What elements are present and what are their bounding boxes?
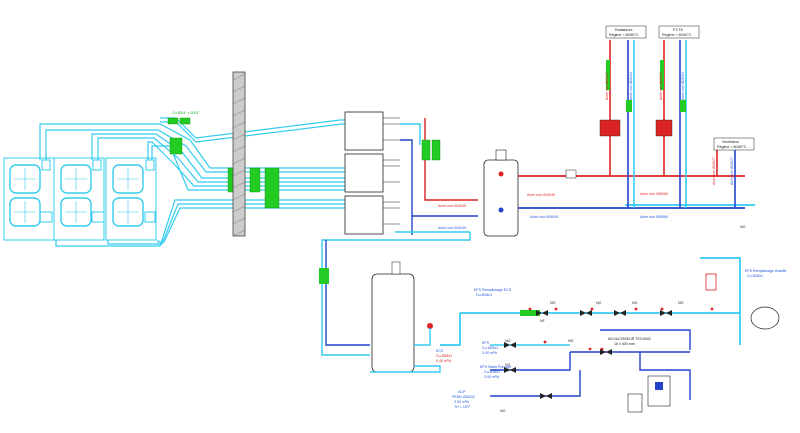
pipe-label-v2: Acier noir Ø26/34	[629, 72, 633, 100]
svg-text:Cu Ø28x1: Cu Ø28x1	[482, 346, 498, 350]
circuit-box-3: Ventilateur Régime = 80/60°C	[713, 137, 755, 151]
svg-text:PEHD Ø40/32: PEHD Ø40/32	[452, 395, 475, 399]
svg-text:P.CTA: P.CTA	[673, 28, 683, 32]
pipe-label-acier-b: Acier noir Ø40/49	[438, 226, 466, 230]
tag-no: NO	[505, 339, 511, 343]
indoor-modules	[344, 111, 384, 235]
tag-no: NO	[568, 339, 574, 343]
svg-text:Ventilateur: Ventilateur	[722, 140, 740, 144]
svg-text:Radiateurs: Radiateurs	[615, 28, 633, 32]
outdoor-units	[3, 157, 157, 241]
building-wall-hatch	[232, 73, 246, 237]
efs-remplissage-ecs: EFS Remplissage ECS	[474, 288, 512, 292]
pipe-label-header-red: Acier noir Ø50/60	[640, 192, 668, 196]
tag-no: NO	[678, 301, 684, 305]
pipe-label-header-blue: Acier noir Ø50/60	[640, 215, 668, 219]
buffer-tank	[483, 159, 519, 237]
svg-text:Régime = 80/60°C: Régime = 80/60°C	[609, 33, 639, 37]
svg-text:Cu Ø18x1: Cu Ø18x1	[476, 293, 492, 297]
svg-text:Régime = 60/40°C: Régime = 60/40°C	[662, 33, 692, 37]
building-wall	[232, 71, 246, 237]
svg-text:TH < 15°F: TH < 15°F	[454, 405, 471, 409]
tag-no: NO	[632, 301, 638, 305]
tag-no: NO	[550, 301, 556, 305]
svg-text:Cu Ø18x1: Cu Ø18x1	[747, 274, 763, 278]
svg-text:0.40 m³/h: 0.40 m³/h	[436, 359, 451, 363]
pipe-label-v3: Acier noir Ø20/27	[659, 72, 663, 100]
svg-text:3.00 m³/h: 3.00 m³/h	[484, 375, 499, 379]
efs-remplissage-chauffe: EFS Remplissage chauffe	[745, 269, 786, 273]
tag-no: NO	[740, 225, 746, 229]
plate-exchanger	[421, 139, 441, 161]
indoor-module-1	[344, 111, 384, 151]
outdoor-pipes	[39, 117, 360, 247]
svg-text:Régime = 80/60°C: Régime = 80/60°C	[717, 145, 747, 149]
svg-text:Cu Ø28x1: Cu Ø28x1	[436, 354, 452, 358]
circuit-pumps	[599, 119, 673, 137]
valve-tags	[528, 307, 714, 351]
svg-text:18 x 400 mm: 18 x 400 mm	[614, 342, 635, 346]
valves	[504, 310, 672, 399]
pipe-label-v1: Acier noir Ø20/27	[605, 72, 609, 100]
expansion-valve	[705, 273, 717, 291]
tag-no: NO	[500, 409, 506, 413]
svg-text:Cu Ø18x1: Cu Ø18x1	[484, 370, 500, 374]
acp-label: ACP	[458, 390, 466, 394]
tag-nf: NF	[540, 319, 546, 323]
svg-text:3.00 m³/h: 3.00 m³/h	[454, 400, 469, 404]
pipe-label-acier-a: Acier noir Ø40/49	[438, 204, 466, 208]
outdoor-pipe-couplings	[167, 117, 280, 209]
pipe-label-acier-d: Acier noir Ø40/49	[530, 215, 558, 219]
tag-no: NO	[596, 301, 602, 305]
tag-no: NO	[505, 363, 511, 367]
ecs-label: ECS	[436, 349, 444, 353]
svg-text:3.00 m³/h: 3.00 m³/h	[482, 351, 497, 355]
pipe-label-v4: Acier noir Ø26/34	[681, 72, 685, 100]
expansion-vessel	[750, 306, 780, 330]
circuit-box-1: Radiateurs Régime = 80/60°C	[605, 25, 647, 39]
adoucisseur-label: ADOUCISSEUR TECHNIC	[608, 337, 652, 341]
softener	[647, 375, 671, 407]
pipe-label-v6: Acier noir Ø20/27	[730, 157, 734, 185]
pipe-label-v5: Acier noir Ø20/27	[712, 157, 716, 185]
circuit-box-2: P.CTA Régime = 60/40°C	[658, 25, 700, 39]
indoor-module-3	[344, 195, 384, 235]
efs-wash-label: EFS Wash Puisage	[480, 365, 511, 369]
pipe-label-acier-c: Acier noir Ø40/49	[527, 193, 555, 197]
dhw-tank	[371, 273, 415, 373]
outdoor-pipe-label: Cu Ø3/4" x Ø3/4"	[172, 111, 200, 115]
indoor-module-2	[344, 153, 384, 193]
efs-label: EFS	[482, 341, 490, 345]
